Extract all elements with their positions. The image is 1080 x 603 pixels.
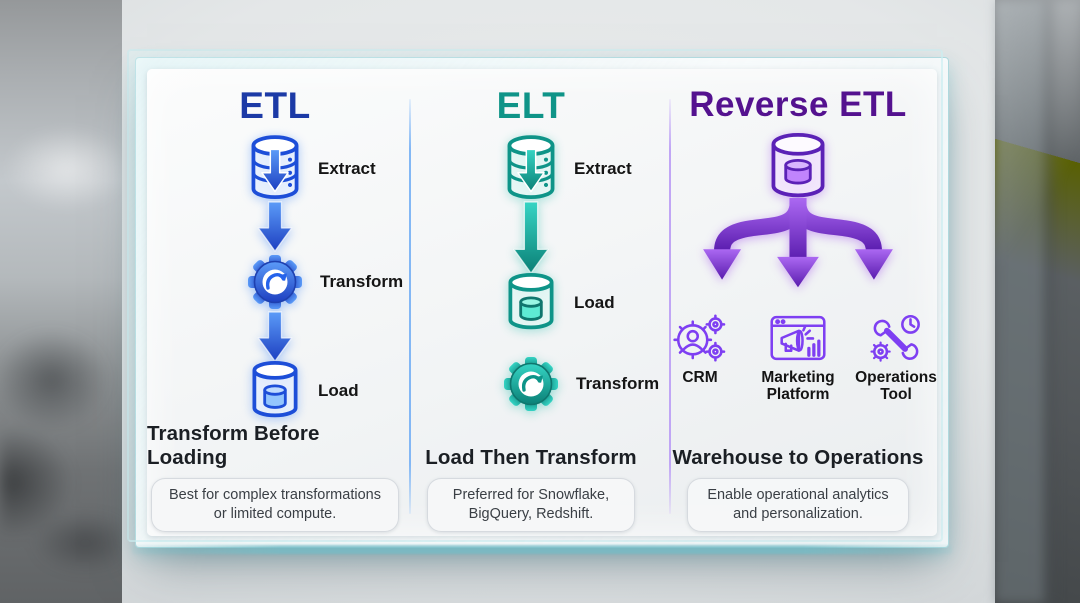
reverse-etl-heading: Warehouse to Operations bbox=[672, 446, 924, 469]
gear-transform-icon bbox=[248, 255, 302, 309]
down-arrow-icon bbox=[257, 201, 293, 252]
column-reverse-etl: Reverse ETL bbox=[659, 75, 937, 532]
gear-transform-icon bbox=[504, 357, 558, 411]
database-load-icon bbox=[252, 361, 298, 418]
crm-label: CRM bbox=[682, 369, 718, 386]
elt-flow: Extract Load bbox=[499, 134, 659, 416]
database-extract-icon bbox=[507, 135, 555, 199]
glass-panel-bottom-edge bbox=[132, 545, 952, 554]
elt-heading: Load Then Transform bbox=[425, 446, 637, 469]
marketing-platform-label: Marketing Platform bbox=[761, 369, 835, 404]
database-extract-icon bbox=[251, 135, 299, 199]
elt-summary: Load Then Transform Preferred for Snowfl… bbox=[425, 446, 637, 532]
destinations-row: CRM M bbox=[659, 312, 937, 404]
elt-transform-label: Transform bbox=[576, 374, 660, 393]
etl-transform-step: Transform bbox=[243, 250, 403, 314]
etl-load-step: Load bbox=[245, 360, 359, 422]
etl-heading: Transform Before Loading bbox=[147, 422, 320, 469]
background-office-left bbox=[0, 0, 122, 603]
reverse-etl-note-pill: Enable operational analytics and persona… bbox=[687, 478, 909, 532]
operations-tool-label: Operations Tool bbox=[855, 369, 937, 404]
etl-flow: Extract bbox=[243, 134, 403, 422]
etl-title: ETL bbox=[239, 85, 311, 126]
etl-note-pill: Best for complex transformations or limi… bbox=[151, 478, 399, 532]
divider-etl-elt bbox=[409, 99, 411, 514]
elt-extract-label: Extract bbox=[574, 159, 632, 178]
column-elt: ELT Extract bbox=[403, 75, 659, 532]
elt-note-pill: Preferred for Snowflake, BigQuery, Redsh… bbox=[426, 478, 635, 532]
divider-elt-reverse bbox=[669, 99, 671, 514]
glass-panel: ETL Extract bbox=[127, 49, 952, 554]
destination-operations-tool: Operations Tool bbox=[855, 312, 937, 404]
destination-crm: CRM bbox=[659, 312, 741, 386]
warehouse-database-icon bbox=[771, 133, 825, 198]
database-load-icon bbox=[508, 273, 554, 330]
etl-load-label: Load bbox=[318, 381, 359, 400]
down-arrow-icon bbox=[513, 201, 549, 274]
reverse-etl-title: Reverse ETL bbox=[689, 85, 907, 124]
branch-arrows-icon bbox=[703, 198, 893, 288]
reverse-etl-summary: Warehouse to Operations Enable operation… bbox=[673, 446, 924, 532]
etl-summary: Transform Before Loading Best for comple… bbox=[147, 422, 403, 532]
elt-load-step: Load bbox=[501, 272, 615, 334]
reverse-etl-flow: CRM M bbox=[659, 132, 937, 404]
infographic-board: ETL Extract bbox=[147, 69, 937, 536]
etl-extract-label: Extract bbox=[318, 159, 376, 178]
column-etl: ETL Extract bbox=[147, 75, 403, 532]
elt-extract-step: Extract bbox=[501, 134, 632, 204]
etl-extract-step: Extract bbox=[245, 134, 376, 204]
crm-icon bbox=[673, 314, 726, 362]
etl-transform-label: Transform bbox=[320, 272, 404, 291]
elt-title: ELT bbox=[496, 85, 566, 126]
elt-load-label: Load bbox=[574, 293, 615, 312]
elt-transform-step: Transform bbox=[499, 352, 659, 416]
background-office-right bbox=[995, 0, 1080, 603]
down-arrow-icon bbox=[257, 311, 293, 362]
operations-tool-icon bbox=[870, 314, 920, 362]
marketing-platform-icon bbox=[770, 315, 826, 361]
destination-marketing-platform: Marketing Platform bbox=[757, 312, 839, 404]
